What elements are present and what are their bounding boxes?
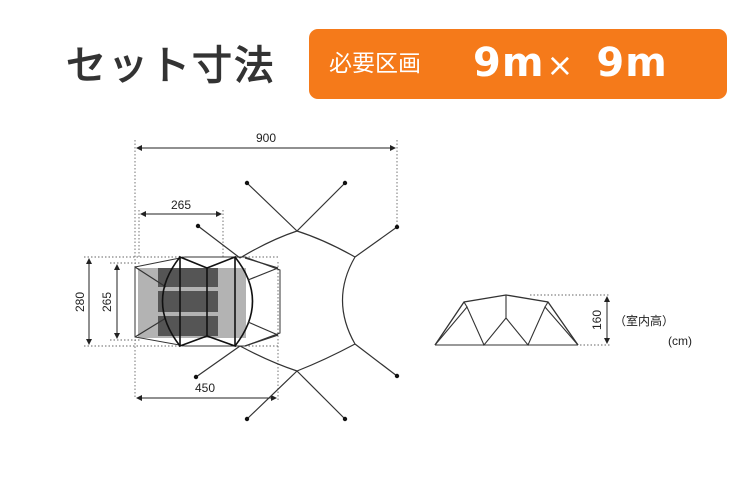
dim-total-width: 900 (256, 131, 276, 145)
sleeping-zone-3 (158, 316, 218, 336)
dimension-lines (86, 145, 396, 401)
unit-label: (cm) (668, 334, 692, 348)
side-view (434, 294, 610, 347)
dim-outer-height: 280 (73, 292, 87, 312)
dim-tent-length: 450 (195, 381, 215, 395)
times-sign: × (546, 46, 575, 84)
dim-interior-height: 160 (590, 310, 604, 330)
required-area-badge: 必要区画 9m×9m (309, 29, 727, 99)
area-depth: 9m (596, 40, 668, 86)
required-area-label: 必要区画 (329, 51, 421, 77)
page-title: セット寸法 (66, 43, 276, 89)
sleeping-zone-2 (158, 291, 218, 312)
plan-view (84, 140, 400, 422)
dim-inner-height: 265 (100, 292, 114, 312)
required-area-dimensions: 9m×9m (473, 35, 668, 93)
dim-inner-width: 265 (171, 198, 191, 212)
peg-points (193, 180, 400, 422)
sleeping-zone-1 (158, 268, 218, 287)
area-width: 9m (473, 40, 545, 86)
interior-height-note: （室内高） (614, 313, 674, 328)
